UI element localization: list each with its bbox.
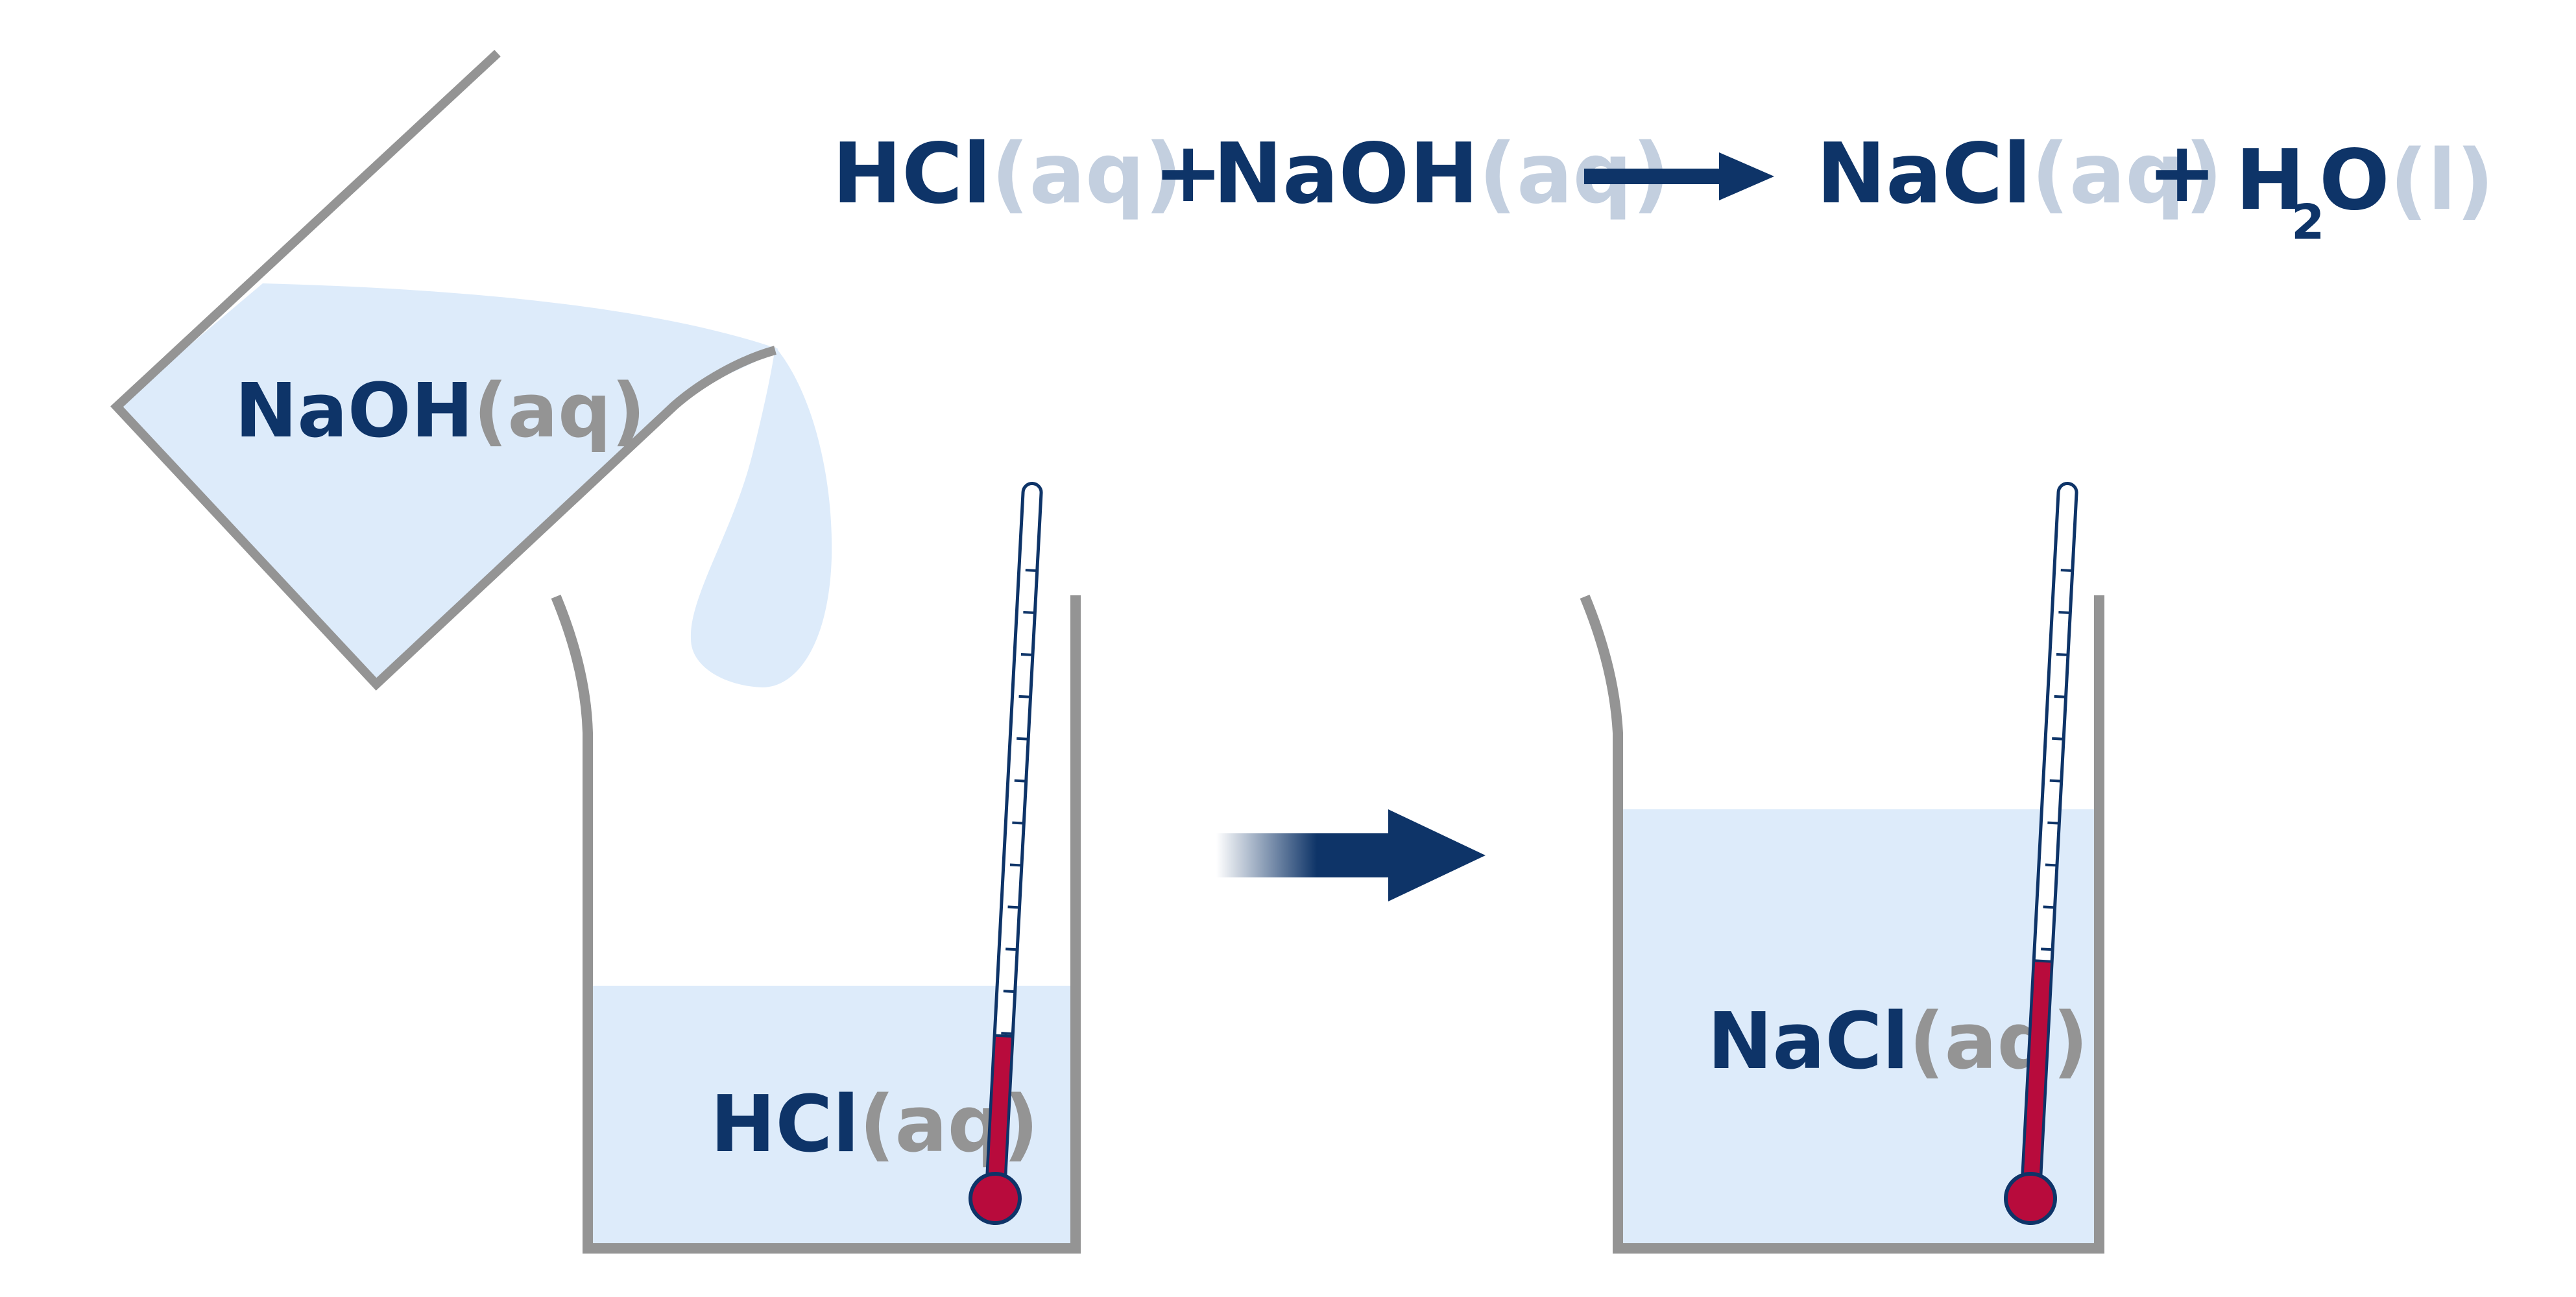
thermometer-tick (1012, 821, 1024, 825)
eq-reactant1-formula: HCl (832, 126, 991, 222)
naoh-liquid (117, 283, 778, 684)
eq-plus-1: + (1153, 125, 1223, 221)
thermometer-tick (1018, 695, 1031, 698)
svg-text:NaCl(aq): NaCl(aq) (1816, 126, 2222, 222)
right-thermometer-icon (2004, 482, 2078, 1225)
pouring-beaker-glass (110, 49, 776, 691)
thermometer-tick (1023, 611, 1035, 614)
svg-text:O(l): O(l) (2319, 132, 2494, 229)
thermometer-tick (2047, 821, 2060, 825)
left-thermometer-icon (969, 482, 1043, 1225)
thermometer-tick (1001, 1032, 1013, 1036)
eq-reactant2-formula: NaOH (1213, 126, 1478, 222)
svg-text:NaOH(aq): NaOH(aq) (1213, 126, 1670, 222)
svg-text:HCl(aq): HCl(aq) (832, 126, 1183, 222)
thermometer-tick (2045, 863, 2058, 867)
eq-product1-formula: NaCl (1816, 126, 2031, 222)
transition-arrow-icon (1216, 809, 1486, 901)
pouring-beaker-label: NaOH(aq) (235, 368, 645, 455)
eq-product2-state: (l) (2390, 132, 2494, 229)
thermometer-tick (1003, 990, 1015, 994)
eq-plus-2: + (2147, 125, 2217, 221)
pouring-stream (690, 347, 832, 687)
nacl-liquid (1619, 809, 2099, 1244)
pouring-beaker: NaOH(aq) (110, 49, 832, 691)
thermometer-tick (2058, 611, 2071, 614)
thermometer-tick (1025, 569, 1037, 573)
chemical-equation: HCl(aq) + NaOH(aq) NaCl(aq) + H 2 O(l) (832, 125, 2494, 250)
eq-product2-h: H (2235, 132, 2305, 229)
left-beaker-glass (551, 594, 1081, 1254)
eq-product2-o: O (2319, 132, 2390, 229)
thermometer-tick (1020, 652, 1033, 656)
reaction-arrow-icon (1584, 152, 1774, 200)
eq-product1-state: (aq) (2031, 126, 2222, 222)
thermometer-tick (2054, 695, 2066, 698)
eq-product2-subscript: 2 (2291, 195, 2325, 250)
right-beaker: NaCl(aq) (1580, 482, 2104, 1254)
right-beaker-label: NaCl(aq) (1707, 997, 2088, 1087)
left-beaker: HCl(aq) (551, 482, 1081, 1254)
thermometer-tick (1009, 863, 1022, 867)
thermometer-tick (2060, 569, 2073, 573)
eq-reactant1-state: (aq) (991, 126, 1183, 222)
thermometer-tick (2056, 652, 2069, 656)
right-beaker-glass (1580, 594, 2104, 1254)
